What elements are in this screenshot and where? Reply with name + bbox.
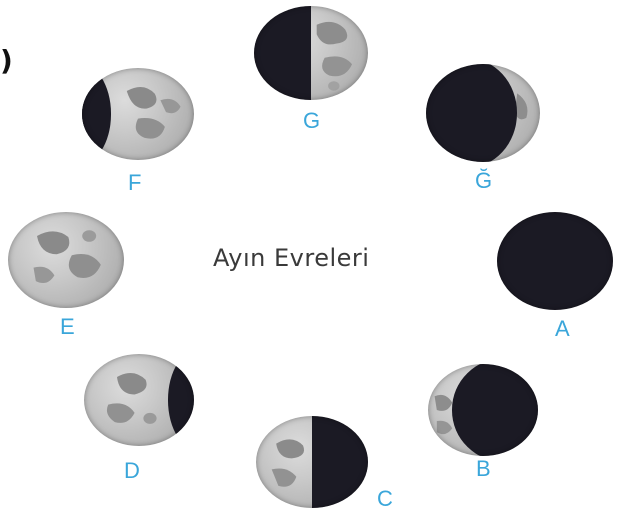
label-a: A [555,318,570,340]
diagram-title: Ayın Evreleri [213,244,369,272]
moon-phase-a [497,212,613,310]
label-f: F [128,172,141,194]
moon-phase-f [82,68,194,160]
moon-phase-gb [426,64,540,162]
label-g: G [303,110,320,132]
moon-phase-c [256,416,368,508]
moon-phase-e [8,212,124,308]
label-b: B [476,458,491,480]
edge-fragment: ) [0,44,13,77]
label-c: C [377,488,393,510]
moon-phase-d [84,354,194,446]
moon-phase-g [254,6,368,100]
moon-phase-b [428,364,538,456]
label-e: E [60,316,75,338]
label-gb: Ğ [475,170,492,192]
label-d: D [124,460,140,482]
